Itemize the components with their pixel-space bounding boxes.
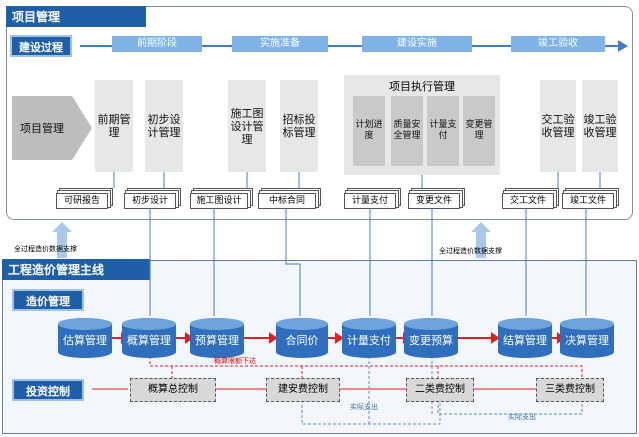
doc-change: 变更文件: [408, 193, 460, 209]
phase-build: 建设实施: [362, 36, 472, 52]
exec-mgmt-title: 项目执行管理: [389, 80, 455, 93]
stage-completion-acceptance: 竣工验收管理: [582, 80, 618, 172]
process-label: 建设过程: [10, 35, 72, 57]
doc-construction-drawing: 施工图设计: [190, 193, 248, 209]
support-label-left: 全过程造价数据支撑: [14, 245, 77, 253]
doc-prelim-design: 初步设计: [124, 193, 176, 209]
phase-acceptance: 竣工验收: [511, 36, 605, 52]
stage-prelim-design: 初步设计管理: [145, 80, 183, 172]
stage-pre: 前期管理: [95, 80, 133, 172]
cost-mainline-title: 工程造价管理主线: [2, 259, 150, 280]
stage-bidding: 招标投标管理: [280, 80, 318, 172]
cyl-change-budget: 变更预算: [404, 318, 458, 358]
cyl-budget-estimate: 概算管理: [122, 318, 176, 358]
cylinder-shape: [404, 318, 458, 358]
doc-feasibility: 可研报告: [56, 193, 108, 209]
cyl-payment: 计量支付: [342, 318, 396, 358]
doc-contract: 中标合同: [258, 193, 316, 209]
cyl-final-accounts: 决算管理: [560, 318, 614, 358]
cylinder-shape: [122, 318, 176, 358]
phase-arrow-head: [618, 40, 628, 52]
cylinder-shape: [58, 318, 112, 358]
cyl-payment-label: 计量支付: [347, 334, 391, 347]
cyl-estimate: 估算管理: [58, 318, 112, 358]
exec-payment: 计量支付: [427, 96, 459, 166]
cylinder-shape: [276, 318, 328, 358]
support-shaft-left: [57, 232, 67, 258]
actual-spend-label-right: 实际支出: [508, 413, 536, 421]
phase-line: [80, 45, 620, 47]
cylinder-shape: [342, 318, 396, 358]
cost-mgmt-label: 造价管理: [12, 289, 84, 311]
stage-construction-drawing: 施工图设计管理: [228, 80, 266, 172]
cyl-contract-price: 合同价: [276, 318, 328, 358]
project-mgmt-arrow: [12, 96, 92, 160]
support-arrow-right: [471, 222, 491, 232]
cyl-settlement-label: 结算管理: [503, 334, 547, 347]
ctrl-class-two-cost: 二类费控制: [406, 378, 474, 402]
phase-pre: 前期阶段: [112, 36, 202, 52]
phase-prep: 实施准备: [232, 36, 328, 52]
cylinder-shape: [498, 318, 552, 358]
cyl-budget-estimate-label: 概算管理: [127, 334, 171, 347]
cyl-budget-label: 预算管理: [195, 334, 239, 347]
stage-handover-acceptance: 交工验收管理: [540, 80, 576, 172]
support-label-right: 全过程造价数据支撑: [439, 247, 502, 255]
ctrl-construction-cost: 建安费控制: [266, 378, 340, 402]
exec-schedule: 计划进度: [353, 96, 385, 166]
invest-control-label: 投资控制: [12, 379, 84, 401]
cyl-change-budget-label: 变更预算: [409, 334, 453, 347]
cylinder-shape: [190, 318, 244, 358]
project-mgmt-label: 项目管理: [20, 121, 64, 135]
project-management-title: 项目管理: [6, 6, 146, 27]
support-shaft-right: [476, 232, 486, 258]
cyl-settlement: 结算管理: [498, 318, 552, 358]
ctrl-total-estimate: 概算总控制: [130, 378, 216, 402]
doc-completion: 竣工文件: [562, 193, 614, 209]
support-arrow-left: [52, 222, 72, 232]
cyl-budget: 预算管理: [190, 318, 244, 358]
doc-handover: 交工文件: [502, 193, 554, 209]
cylinder-shape: [560, 318, 614, 358]
cyl-estimate-label: 估算管理: [63, 334, 107, 347]
exec-change: 变更管理: [463, 96, 495, 166]
cyl-final-accounts-label: 决算管理: [565, 334, 609, 347]
cyl-contract-price-label: 合同价: [285, 334, 319, 347]
ctrl-class-three-cost: 三类费控制: [536, 378, 604, 402]
exec-quality-safety: 质量安全管理: [391, 96, 423, 166]
actual-spend-label-left: 实际支出: [350, 403, 378, 411]
budget-distribution-note: 概算限额下达: [214, 357, 256, 365]
